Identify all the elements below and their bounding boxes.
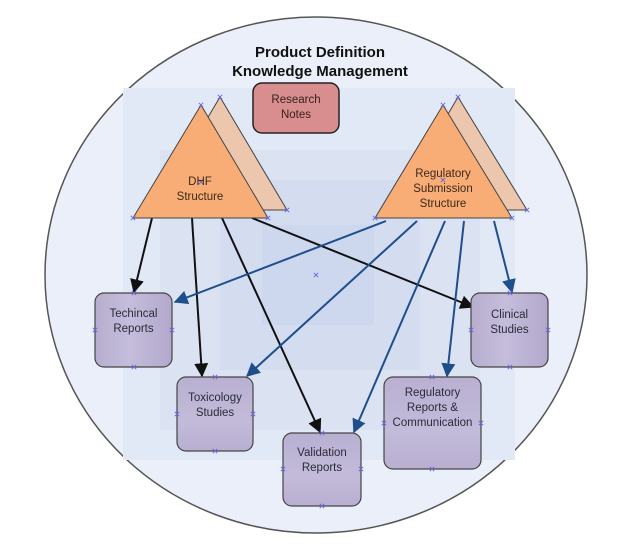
connection-point-icon xyxy=(507,290,513,296)
toxicology-studies-box[interactable] xyxy=(176,376,254,452)
research-notes-box[interactable] xyxy=(252,82,340,134)
connection-markers xyxy=(92,94,551,509)
edge-reg-to-toxicology[interactable] xyxy=(245,220,418,377)
dhf-structure-node[interactable] xyxy=(132,96,288,219)
connection-point-icon xyxy=(92,327,98,333)
connection-point-icon xyxy=(319,503,325,509)
connection-point-icon xyxy=(198,179,204,185)
connection-point-icon xyxy=(169,327,175,333)
edges-layer xyxy=(130,217,516,434)
connection-point-icon xyxy=(284,207,290,213)
connection-point-icon xyxy=(455,94,461,100)
regulatory-triangle xyxy=(374,104,513,219)
edge-reg-to-technical[interactable] xyxy=(173,220,387,305)
connection-point-icon xyxy=(131,364,137,370)
connection-point-icon xyxy=(319,430,325,436)
diagram-title: Product Definition Knowledge Management xyxy=(0,43,640,81)
connection-point-icon xyxy=(358,466,364,472)
edge-dhf-to-clinical[interactable] xyxy=(251,217,475,309)
validation-reports-box[interactable] xyxy=(282,432,362,507)
technical-reports-box[interactable] xyxy=(94,292,173,368)
connection-point-icon xyxy=(212,374,218,380)
background-panel-core xyxy=(262,225,374,325)
connection-point-icon xyxy=(381,420,387,426)
connection-point-icon xyxy=(440,102,446,108)
edge-dhf-to-toxicology[interactable] xyxy=(191,217,209,378)
regulatory-reports-box[interactable] xyxy=(383,376,482,470)
title-line-1: Product Definition xyxy=(255,44,385,61)
connection-point-icon xyxy=(130,215,136,221)
connection-point-icon xyxy=(372,215,378,221)
connection-point-icon xyxy=(468,327,474,333)
connection-point-icon xyxy=(509,215,515,221)
regulatory-submission-node[interactable] xyxy=(374,96,528,219)
connection-point-icon xyxy=(265,215,271,221)
connection-point-icon xyxy=(212,448,218,454)
connection-point-icon xyxy=(250,411,256,417)
connection-point-icon xyxy=(524,207,530,213)
connection-point-icon xyxy=(507,364,513,370)
connection-point-icon xyxy=(313,272,319,278)
dhf-triangle xyxy=(132,104,269,219)
connection-point-icon xyxy=(198,102,204,108)
connection-point-icon xyxy=(545,327,551,333)
connection-point-icon xyxy=(280,466,286,472)
title-line-2: Knowledge Management xyxy=(232,63,408,80)
clinical-studies-box[interactable] xyxy=(470,292,549,368)
edge-dhf-to-technical[interactable] xyxy=(130,217,153,294)
connection-point-icon xyxy=(429,374,435,380)
connection-point-icon xyxy=(174,411,180,417)
edge-reg-to-clinical[interactable] xyxy=(493,220,516,294)
connection-point-icon xyxy=(131,290,137,296)
connection-point-icon xyxy=(217,94,223,100)
edge-reg-to-regreports[interactable] xyxy=(441,220,465,378)
edge-reg-to-validation[interactable] xyxy=(352,220,446,434)
connection-point-icon xyxy=(440,177,446,183)
connection-point-icon xyxy=(429,466,435,472)
connection-point-icon xyxy=(478,420,484,426)
edge-dhf-to-validation[interactable] xyxy=(221,217,322,434)
